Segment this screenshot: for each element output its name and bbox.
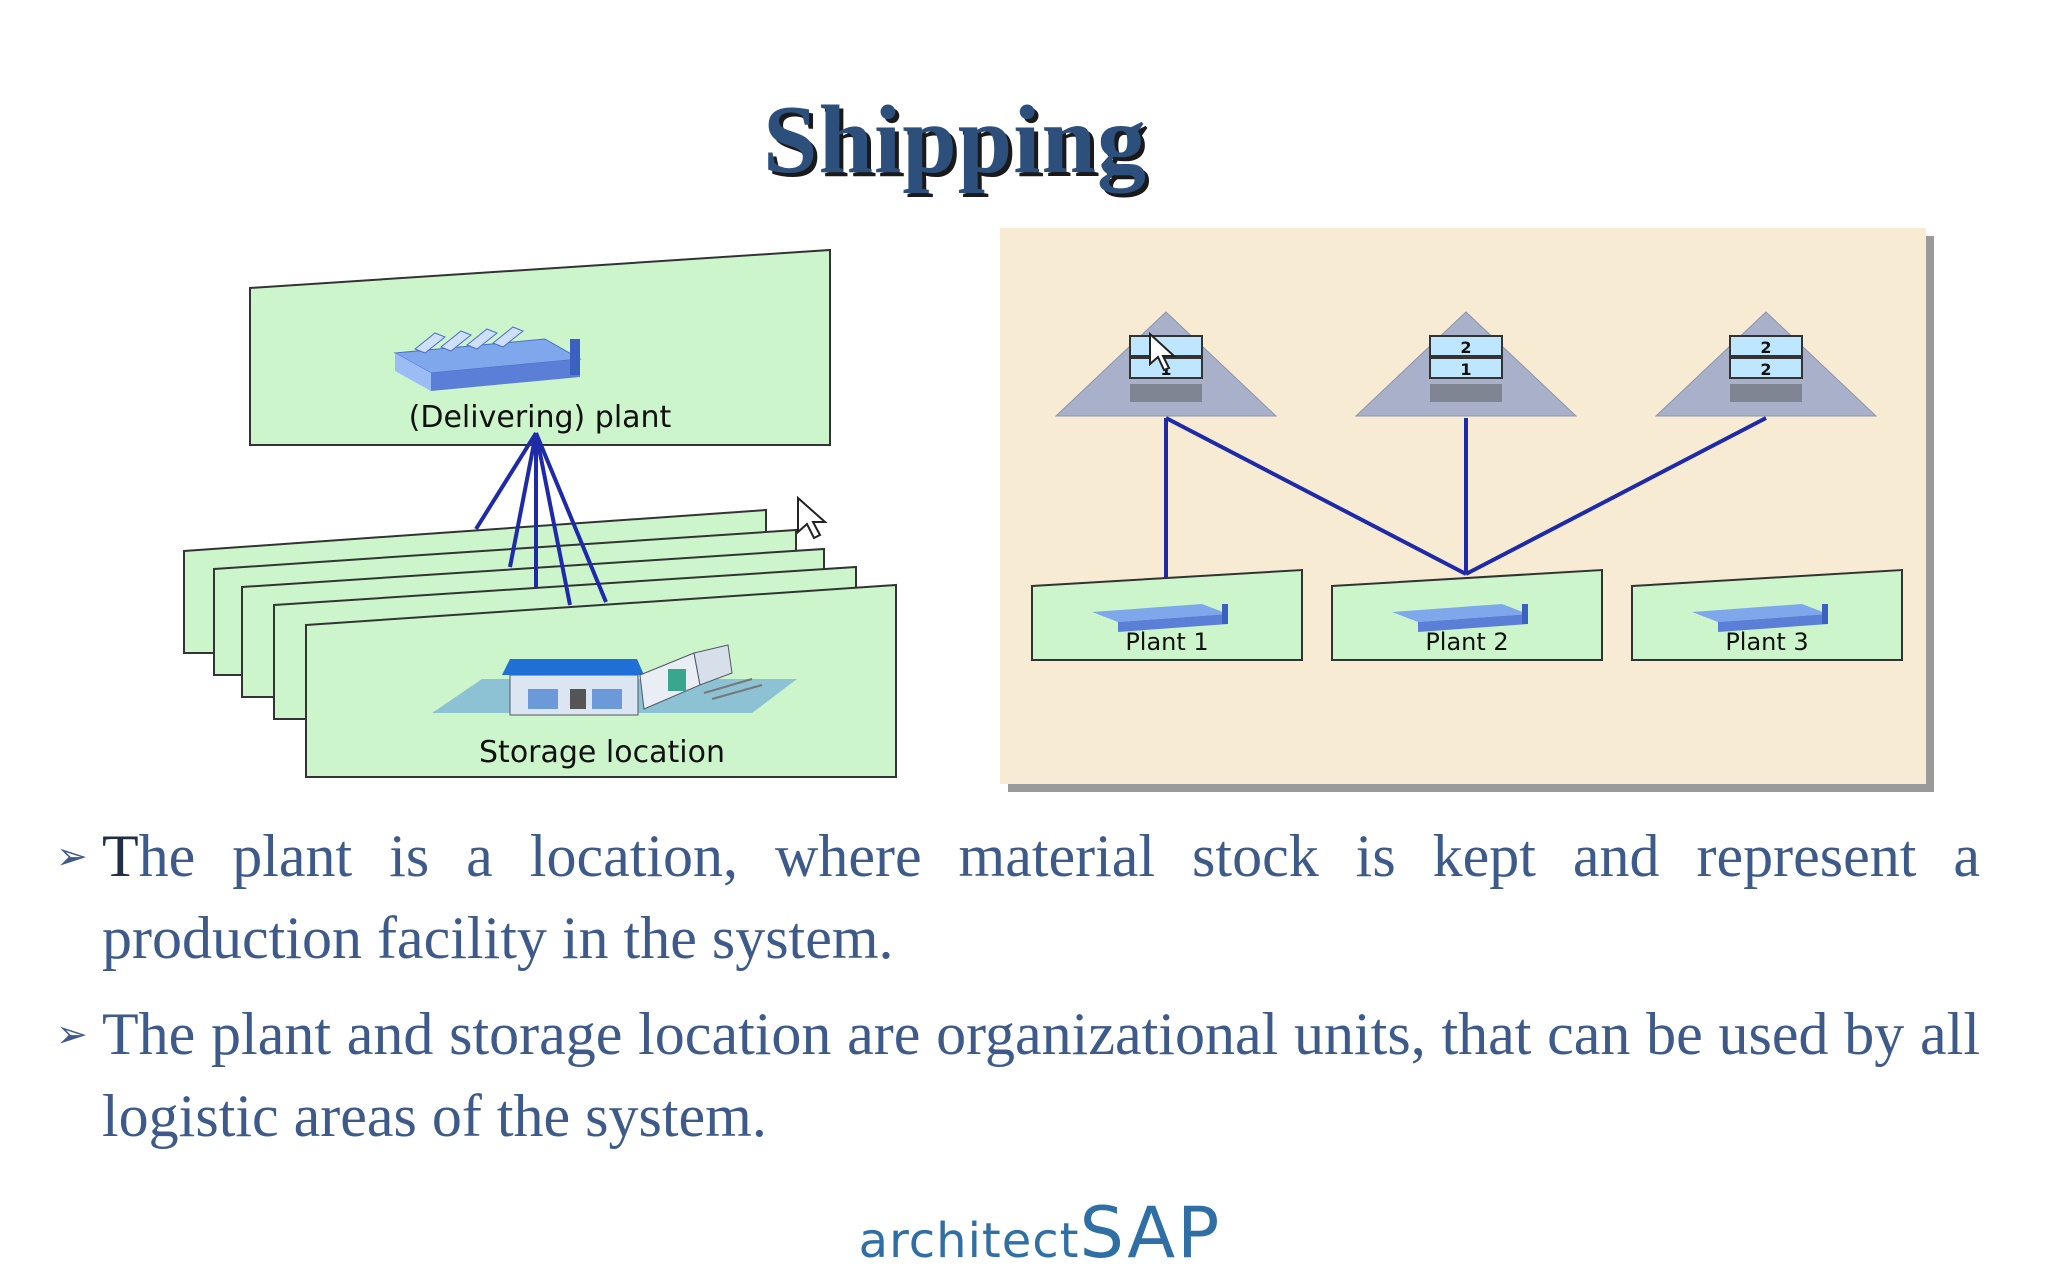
warehouse-3: 2 2 bbox=[1654, 311, 1878, 417]
bullet-rest: he plant is a location, where material s… bbox=[102, 823, 1980, 971]
bullet-item: ➢ The plant and storage location are org… bbox=[50, 993, 1980, 1157]
plant-label: (Delivering) plant bbox=[409, 400, 672, 435]
bullet-rest: The plant and storage location are organ… bbox=[102, 1001, 1980, 1149]
warehouse-icon bbox=[432, 644, 797, 716]
plant-2-label: Plant 2 bbox=[1425, 628, 1508, 656]
factory-icon bbox=[1092, 604, 1228, 632]
arrow-bullet-icon: ➢ bbox=[56, 1012, 88, 1056]
plant-storage-links bbox=[474, 431, 608, 606]
logo-part-1: architect bbox=[858, 1213, 1080, 1269]
plant-2-box: Plant 2 bbox=[1331, 568, 1603, 661]
warehouse-2-top-number: 2 bbox=[1460, 338, 1471, 357]
slide-title: Shipping bbox=[763, 86, 1147, 194]
factory-icon bbox=[1692, 604, 1828, 632]
plant-warehouse-diagram: 1 2 1 2 2 Plant 1 P bbox=[1000, 228, 1934, 792]
architectsap-logo: architectSAP bbox=[0, 1192, 2048, 1274]
warehouse-2-bottom-number: 1 bbox=[1460, 360, 1471, 379]
plant-3-label: Plant 3 bbox=[1725, 628, 1808, 656]
storage-location-label: Storage location bbox=[479, 735, 725, 770]
plant-1-box: Plant 1 bbox=[1031, 568, 1303, 661]
plant-1-label: Plant 1 bbox=[1125, 628, 1208, 656]
warehouse-3-top-number: 2 bbox=[1760, 338, 1771, 357]
bullet-text: The plant is a location, where material … bbox=[102, 815, 1980, 979]
bullet-text: The plant and storage location are organ… bbox=[102, 993, 1980, 1157]
factory-icon bbox=[1392, 604, 1528, 632]
mouse-cursor-icon bbox=[797, 495, 828, 540]
arrow-bullet-icon: ➢ bbox=[56, 834, 88, 878]
diagram-background bbox=[1000, 228, 1926, 784]
factory-icon bbox=[393, 326, 582, 391]
mouse-cursor-icon bbox=[1149, 331, 1177, 372]
logo-part-2: SAP bbox=[1079, 1192, 1222, 1274]
bullet-first-letter: T bbox=[102, 823, 139, 889]
plant-storage-diagram: (Delivering) plant Storage location bbox=[183, 248, 897, 778]
bullet-item: ➢ The plant is a location, where materia… bbox=[50, 815, 1980, 979]
plant-warehouse-links bbox=[1164, 416, 1767, 578]
plant-3-box: Plant 3 bbox=[1631, 568, 1903, 661]
warehouse-2: 2 1 bbox=[1354, 311, 1578, 417]
warehouse-3-bottom-number: 2 bbox=[1760, 360, 1771, 379]
warehouse-1: 1 bbox=[1054, 311, 1278, 417]
bullet-list: ➢ The plant is a location, where materia… bbox=[50, 815, 1980, 1171]
